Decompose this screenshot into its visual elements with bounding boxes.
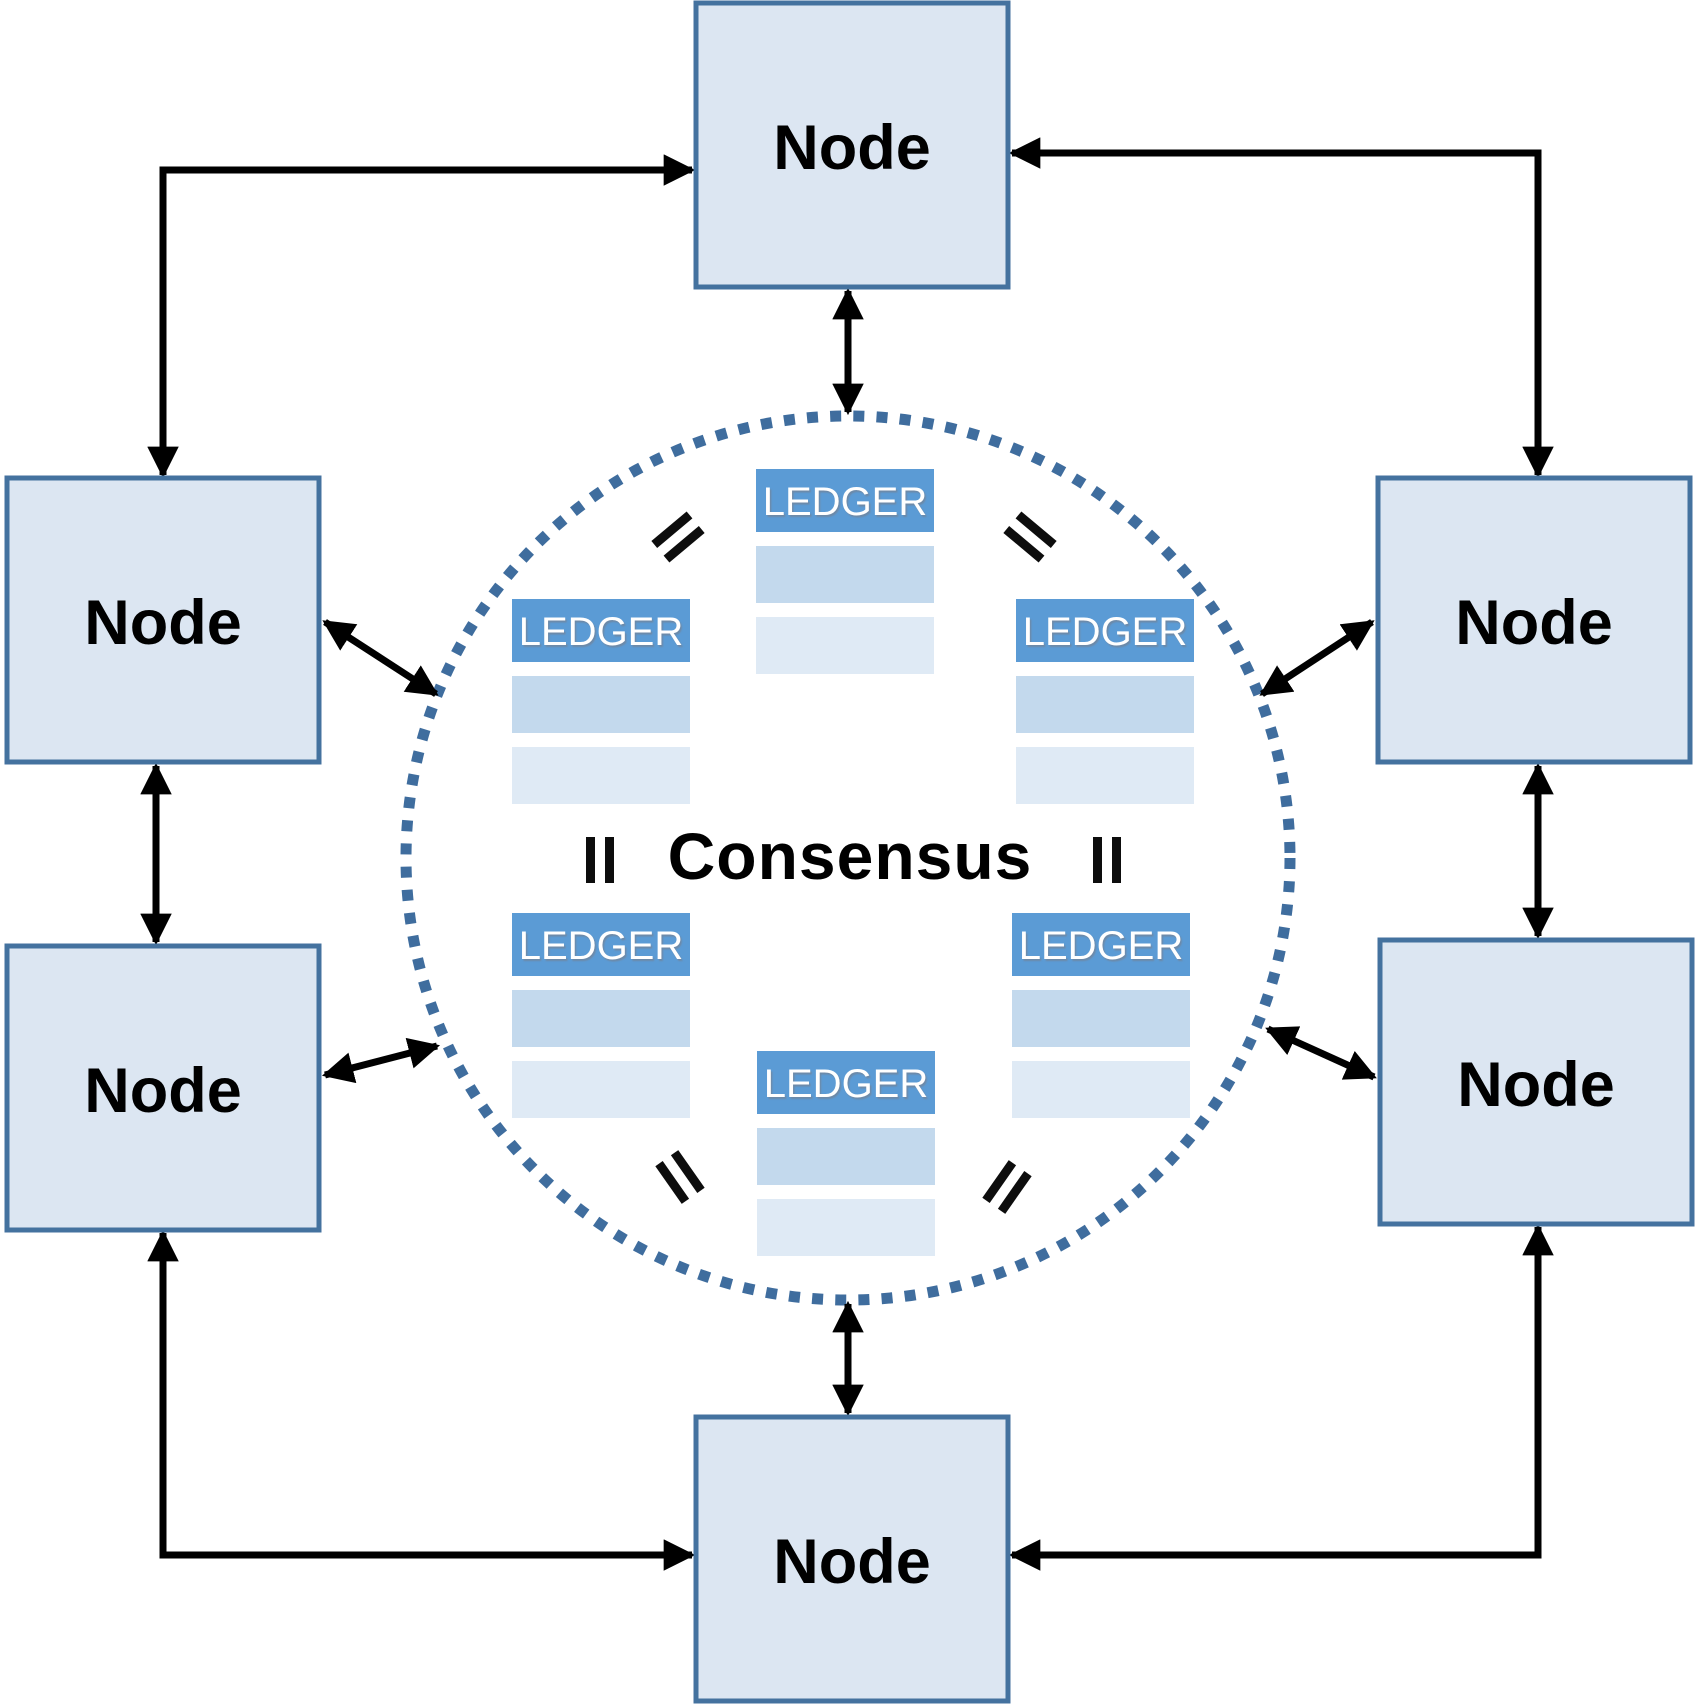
equals-mark-upper-right: [1003, 511, 1057, 563]
node-label: Node: [84, 1056, 242, 1126]
ledger-label: LEDGER: [519, 924, 684, 968]
equals-mark-lower-left: [655, 1150, 705, 1204]
arrow-upper-right-node-circle: [1259, 619, 1375, 697]
arrow-upper-right-node-top-node: [1008, 137, 1554, 479]
ledger-label: LEDGER: [519, 610, 684, 654]
node-top: Node: [693, 0, 1011, 290]
ledger-row: [512, 1061, 690, 1118]
node-box: [693, 1414, 1011, 1704]
ledger-label: LEDGER: [763, 480, 928, 524]
ledger-stack-lower-right: LEDGER: [1012, 913, 1190, 1118]
equals-mark-lower-right: [982, 1160, 1032, 1214]
node-upper-right: Node: [1375, 475, 1693, 765]
ledger-header: [757, 1051, 935, 1114]
node-label: Node: [84, 588, 242, 658]
ledger-row: [757, 1199, 935, 1256]
ledger-header: [512, 913, 690, 976]
node-box: [1377, 937, 1695, 1227]
node-box: [693, 0, 1011, 290]
equals-mark-middle-left: [586, 837, 614, 883]
node-box: [4, 943, 322, 1233]
arrow-lower-right-node-bottom-node: [1008, 1223, 1554, 1571]
ledger-stack-upper-left: LEDGER: [512, 599, 690, 804]
ledger-row: [756, 546, 934, 603]
ledger-header: [756, 469, 934, 532]
ledger-stack-top: LEDGER: [756, 469, 934, 674]
ledger-row: [1016, 676, 1194, 733]
node-box: [4, 475, 322, 765]
ledger-stack-lower-left: LEDGER: [512, 913, 690, 1118]
node-lower-left: Node: [4, 943, 322, 1233]
equals-mark-upper-left: [651, 511, 705, 563]
consensus-label: Consensus: [668, 819, 1033, 893]
arrow-lower-left-node-bottom-node: [147, 1229, 696, 1571]
ledger-row: [1016, 747, 1194, 804]
ledger-header: [1016, 599, 1194, 662]
ledger-row: [1012, 990, 1190, 1047]
ledger-header: [1012, 913, 1190, 976]
ledger-label: LEDGER: [764, 1062, 929, 1106]
node-lower-right: Node: [1377, 937, 1695, 1227]
ledger-row: [512, 990, 690, 1047]
ledger-label: LEDGER: [1019, 924, 1184, 968]
arrow-lower-left-node-circle: [321, 1037, 441, 1084]
node-label: Node: [773, 113, 931, 183]
ledger-row: [1012, 1061, 1190, 1118]
ledger-stack-upper-right: LEDGER: [1016, 599, 1194, 804]
equals-mark-middle-right: [1093, 837, 1121, 883]
node-box: [1375, 475, 1693, 765]
ledger-stack-bottom: LEDGER: [757, 1051, 935, 1256]
arrow-upper-left-node-top-node: [147, 154, 696, 479]
node-label: Node: [1457, 1050, 1615, 1120]
node-bottom: Node: [693, 1414, 1011, 1704]
ledger-row: [512, 747, 690, 804]
node-label: Node: [773, 1527, 931, 1597]
arrow-upper-left-node-circle: [322, 619, 439, 697]
node-upper-left: Node: [4, 475, 322, 765]
ledger-header: [512, 599, 690, 662]
ledger-row: [756, 617, 934, 674]
consensus-boundary-circle: [400, 410, 1296, 1306]
ledger-label: LEDGER: [1023, 610, 1188, 654]
node-label: Node: [1455, 588, 1613, 658]
arrow-lower-right-node-circle: [1265, 1025, 1377, 1081]
ledger-row: [512, 676, 690, 733]
ledger-row: [757, 1128, 935, 1185]
